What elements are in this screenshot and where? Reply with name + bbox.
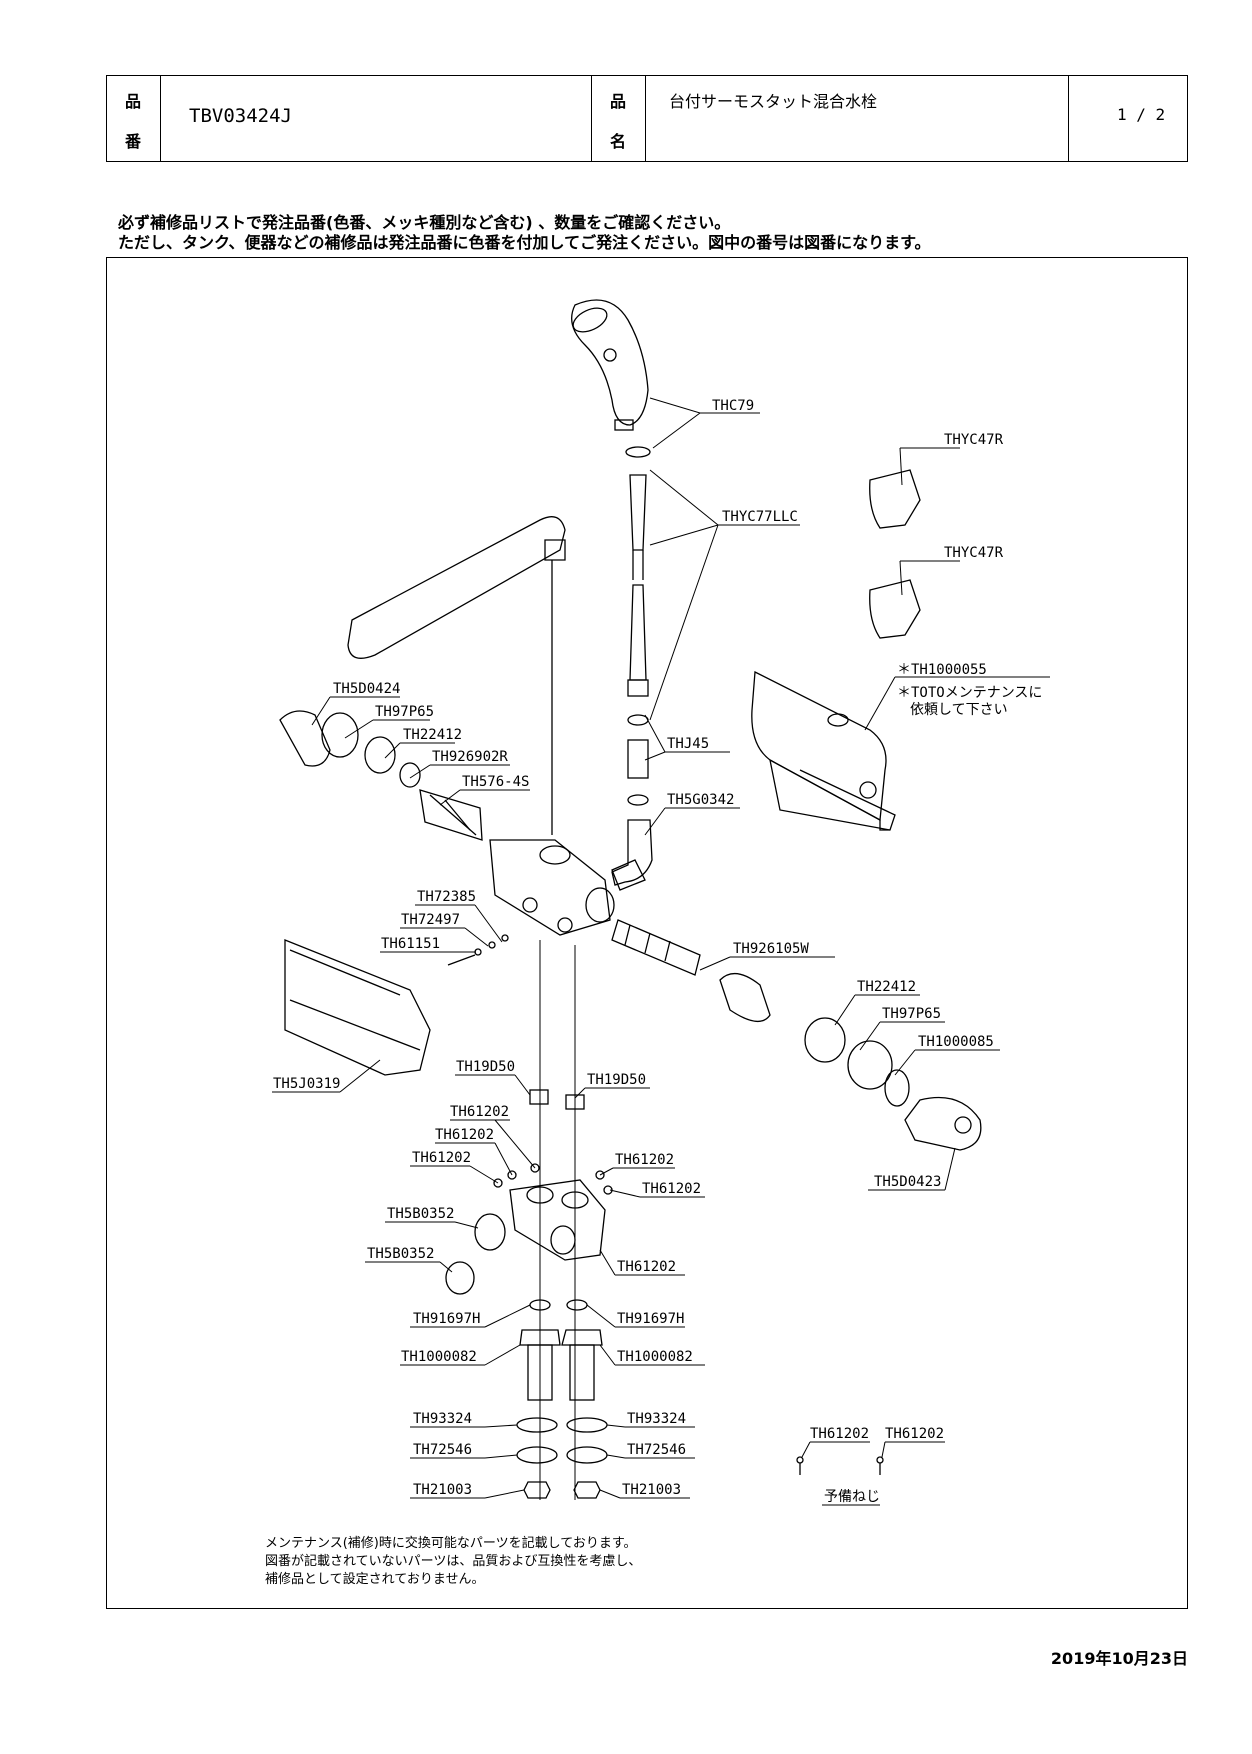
label-th1000082-left: TH1000082	[401, 1349, 477, 1365]
label-th97p65-right: TH97P65	[882, 1006, 941, 1022]
part-no-key-bottom: 番	[125, 132, 142, 151]
mounting-leg-icon	[519, 1329, 603, 1401]
note-line-1: 必ず補修品リストで発注品番(色番、メッキ種別など含む) 、数量をご確認ください。	[118, 213, 731, 232]
label-th5g0342: TH5G0342	[667, 792, 734, 808]
spout-icon	[347, 516, 566, 659]
cover-icon	[751, 670, 896, 831]
label-th5j0319: TH5J0319	[273, 1076, 340, 1092]
name-key-top: 品	[610, 92, 627, 111]
label-th61202-b: TH61202	[435, 1127, 494, 1143]
note-line-2: ただし、タンク、便器などの補修品は発注品番に色番を付加してご発注ください。図中の…	[118, 233, 931, 252]
valve-body-icon	[489, 839, 646, 936]
part-no-key-top: 品	[125, 92, 142, 111]
label-th72546-left: TH72546	[413, 1442, 472, 1458]
divider	[591, 76, 592, 161]
label-th21003-left: TH21003	[413, 1482, 472, 1498]
label-thyc77llc: THYC77LLC	[722, 509, 798, 525]
label-th72497: TH72497	[401, 912, 460, 928]
maintenance-note-2: 図番が記載されていないパーツは、品質および互換性を考慮し、	[265, 1554, 642, 1569]
label-th93324-right: TH93324	[627, 1411, 686, 1427]
hose-icon	[611, 446, 653, 886]
check-valve-icon	[445, 1213, 506, 1295]
maintenance-note-1: メンテナンス(補修)時に交換可能なパーツを記載しております。	[265, 1536, 637, 1551]
part-number: TBV03424J	[189, 105, 292, 127]
label-th5d0423: TH5D0423	[874, 1174, 941, 1190]
shower-head-icon	[571, 299, 649, 431]
diagram-frame	[106, 257, 1188, 1609]
label-th19d50-right: TH19D50	[587, 1072, 646, 1088]
label-th61202-a: TH61202	[450, 1104, 509, 1120]
product-name: 台付サーモスタット混合水栓	[669, 92, 878, 111]
lower-body-icon	[493, 1163, 613, 1261]
divider	[1068, 76, 1069, 161]
label-th72385: TH72385	[417, 889, 476, 905]
label-th91697h-left: TH91697H	[413, 1311, 480, 1327]
label-thyc47r-2: THYC47R	[944, 545, 1004, 561]
label-th21003-right: TH21003	[622, 1482, 681, 1498]
label-th97p65-left: TH97P65	[375, 704, 434, 720]
label-th1000055: ＊TH1000055	[897, 662, 987, 678]
label-th61151: TH61151	[381, 936, 440, 952]
label-th61202-f: TH61202	[617, 1259, 676, 1275]
left-handle-icon	[279, 710, 483, 841]
issue-date: 2019年10月23日	[1050, 1649, 1188, 1668]
label-th576-4s: TH576-4S	[462, 774, 529, 790]
label-th93324-left: TH93324	[413, 1411, 472, 1427]
screw-icon	[447, 934, 509, 966]
label-th926902r: TH926902R	[432, 749, 508, 765]
label-th22412-left: TH22412	[403, 727, 462, 743]
cover-plate-icon	[284, 939, 431, 1076]
divider	[160, 76, 161, 161]
label-th5b0352-a: TH5B0352	[387, 1206, 454, 1222]
label-thyc47r-1: THYC47R	[944, 432, 1004, 448]
maintenance-note-3: 補修品として設定されておりません。	[265, 1572, 485, 1587]
label-spare-screw: 予備ねじ	[824, 1489, 880, 1505]
label-th5d0424: TH5D0424	[333, 681, 400, 697]
label-th72546-right: TH72546	[627, 1442, 686, 1458]
label-th1000082-right: TH1000082	[617, 1349, 693, 1365]
label-thc79: THC79	[712, 398, 754, 414]
right-cartridge-icon	[611, 919, 982, 1151]
label-thj45: THJ45	[667, 736, 709, 752]
shower-holder-icon	[869, 469, 921, 639]
label-th19d50-left: TH19D50	[456, 1059, 515, 1075]
label-th61202-spare-2: TH61202	[885, 1426, 944, 1442]
label-th61202-d: TH61202	[615, 1152, 674, 1168]
divider	[645, 76, 646, 161]
label-th61202-spare-1: TH61202	[810, 1426, 869, 1442]
label-toto-note-1: ＊TOTOメンテナンスに	[897, 685, 1042, 701]
title-block: 品 番 TBV03424J 品 名 台付サーモスタット混合水栓 1 / 2	[106, 75, 1188, 162]
label-th61202-c: TH61202	[412, 1150, 471, 1166]
label-th61202-e: TH61202	[642, 1181, 701, 1197]
label-th926105w: TH926105W	[733, 941, 809, 957]
label-th1000085: TH1000085	[918, 1034, 994, 1050]
label-th91697h-right: TH91697H	[617, 1311, 684, 1327]
page-number: 1 / 2	[1117, 105, 1166, 124]
label-th5b0352-b: TH5B0352	[367, 1246, 434, 1262]
name-key-bottom: 名	[610, 132, 627, 151]
label-th22412-right: TH22412	[857, 979, 916, 995]
label-toto-note-2: 依頼して下さい	[910, 702, 1008, 718]
